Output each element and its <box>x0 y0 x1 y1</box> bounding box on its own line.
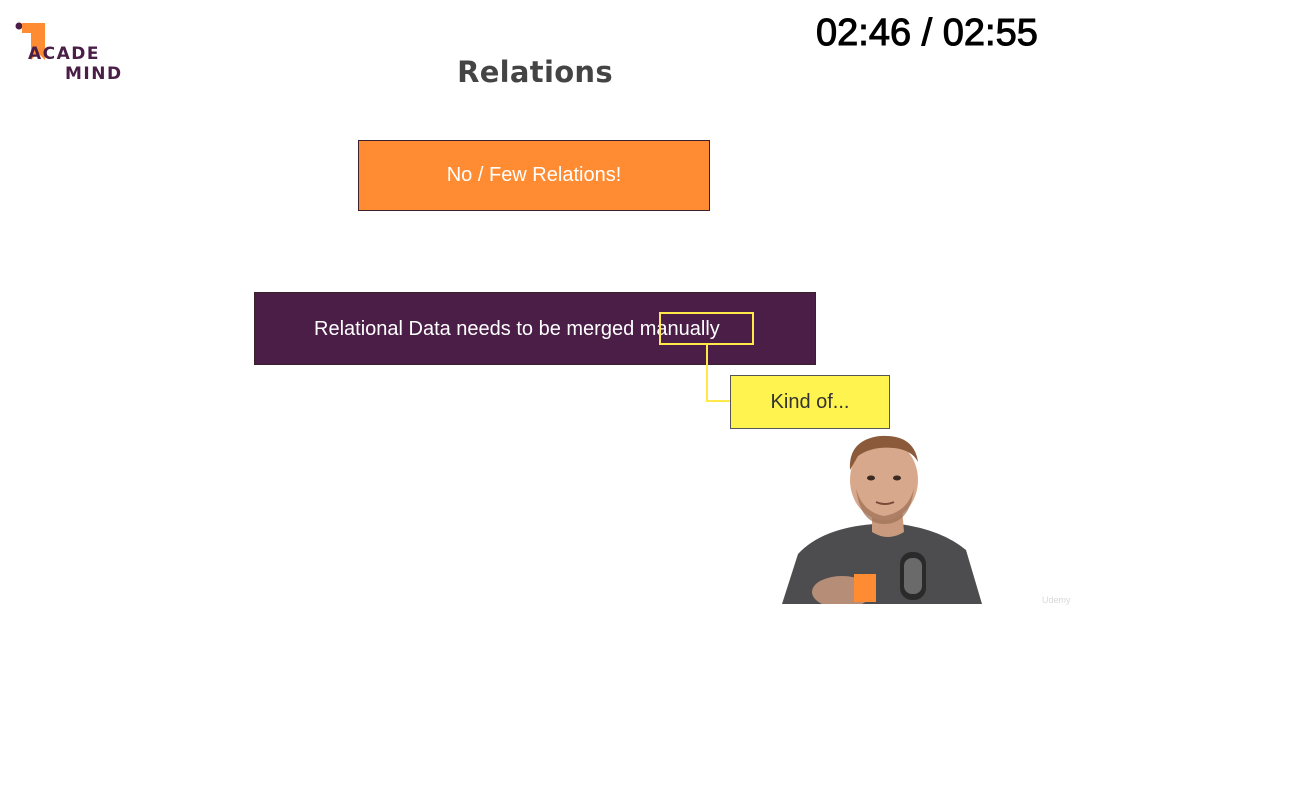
slide-title: Relations <box>457 55 613 89</box>
academind-logo: ACADE MIND <box>14 18 124 84</box>
presenter-figure <box>782 435 982 604</box>
logo-text-line2: MIND <box>65 64 123 84</box>
presenter-video-overlay <box>782 432 992 604</box>
kind-of-callout: Kind of... <box>730 375 890 429</box>
no-few-relations-box: No / Few Relations! <box>358 140 710 211</box>
logo-text-line1: ACADE <box>28 44 101 64</box>
udemy-watermark: Udemy <box>1042 595 1071 605</box>
no-few-relations-label: No / Few Relations! <box>446 164 622 186</box>
logo-bookmark-icon <box>15 22 45 60</box>
relational-data-text: Relational Data needs to be merged <box>314 318 640 340</box>
playback-timer: 02:46 / 02:55 <box>816 12 1039 55</box>
kind-of-label: Kind of... <box>770 390 850 413</box>
manually-highlight-frame <box>659 312 754 345</box>
